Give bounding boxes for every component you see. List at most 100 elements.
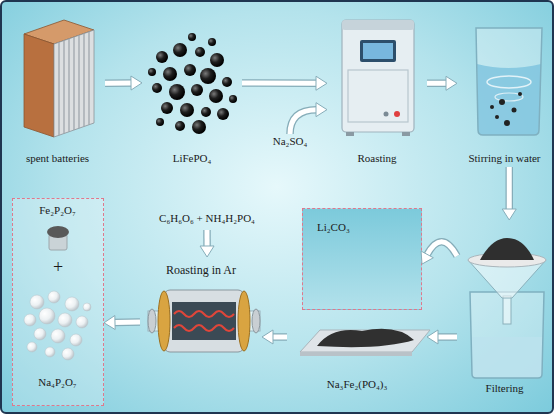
arrow-head — [446, 76, 457, 90]
arrow-head — [502, 209, 516, 220]
particle — [504, 120, 510, 126]
arrow-shaft — [290, 110, 317, 134]
arrow-outline — [203, 230, 211, 247]
particle — [490, 105, 494, 109]
dashed-box: Li₂CO₃ — [302, 208, 422, 310]
arrow-shaft — [272, 334, 287, 339]
process-step: Filtering — [457, 220, 552, 400]
beaker-glass — [470, 292, 544, 378]
stirring-beaker — [476, 28, 542, 135]
particle — [156, 51, 168, 63]
cell-stripe — [78, 35, 79, 128]
black-particles — [148, 33, 237, 134]
flange — [148, 309, 156, 333]
particle — [512, 108, 517, 113]
end-cap — [158, 291, 170, 351]
flow-arrow — [427, 76, 457, 90]
oven-foot — [402, 132, 410, 136]
particle — [175, 121, 185, 131]
oven-display — [360, 40, 396, 62]
battery-side — [24, 34, 54, 137]
heating-wave — [174, 325, 234, 331]
step-label: Fe₂P₂O₇ — [16, 204, 100, 217]
flow-arrow — [290, 103, 327, 134]
beaker-glass — [476, 28, 542, 135]
battery-pack — [24, 20, 94, 137]
particle — [217, 108, 229, 120]
step-label: Roasting — [329, 152, 425, 165]
filter-setup — [468, 238, 546, 378]
arrow-outline — [437, 333, 457, 341]
oven-foot — [346, 132, 354, 136]
particle — [208, 38, 216, 46]
particle — [152, 83, 162, 93]
flow-arrow — [242, 76, 327, 90]
particle — [192, 120, 206, 134]
furnace-window — [172, 302, 236, 340]
arrow-outline — [427, 242, 457, 256]
arrow-head — [104, 316, 115, 330]
step-label: Filtering — [459, 382, 550, 395]
arrow-shaft — [507, 167, 512, 210]
step-label: LiFePO₄ — [144, 152, 240, 165]
process-step: spent batteries — [10, 12, 105, 167]
furnace-body — [164, 290, 244, 352]
arrow-shaft — [427, 242, 457, 256]
plus-sign: + — [15, 257, 101, 279]
particle — [184, 64, 196, 76]
flow-arrow — [421, 242, 457, 264]
particle — [161, 102, 173, 114]
black-powder — [317, 329, 414, 347]
process-step: Roasting in Ar — [140, 257, 262, 367]
particle — [169, 84, 185, 100]
particle — [201, 107, 211, 117]
cell-stripe — [88, 32, 89, 125]
process-step: Stirring in water — [457, 12, 552, 167]
particle — [518, 92, 522, 96]
arrow-head — [262, 330, 273, 344]
particle — [200, 68, 216, 84]
flow-arrow — [427, 330, 457, 344]
step-label: Li₂CO₃ — [317, 221, 419, 234]
arrow-head — [131, 76, 142, 90]
particle — [148, 68, 156, 76]
step-label: spent batteries — [12, 152, 103, 165]
arrow-head — [316, 103, 327, 117]
product-label: Fe₂P₂O₇ — [14, 202, 102, 224]
step-label: Roasting in Ar — [142, 263, 260, 277]
tube-furnace — [148, 290, 260, 352]
particle — [209, 89, 223, 103]
oven-door — [348, 70, 408, 122]
step-label: Na₂SO₄ — [262, 135, 318, 148]
flow-arrow — [104, 316, 140, 330]
arrow-head — [427, 330, 438, 344]
product-label: Na₄P₂O₇ — [14, 374, 102, 398]
oven-button — [394, 111, 400, 117]
oven — [342, 20, 414, 136]
particle — [210, 53, 224, 67]
particle — [495, 115, 499, 119]
end-cap — [238, 291, 250, 351]
step-label: Na₃Fe₂(PO₄)₃ — [289, 378, 425, 391]
flow-arrow — [502, 167, 516, 220]
step-label: Na₄P₂O₇ — [16, 376, 100, 389]
particle — [173, 43, 187, 57]
arrow-outline — [427, 80, 447, 88]
filter-cake — [480, 238, 534, 260]
cell-stripe — [63, 41, 64, 134]
arrow-outline — [272, 333, 287, 341]
funnel-stem — [503, 296, 511, 324]
particle — [191, 84, 203, 96]
particle — [229, 95, 237, 103]
arrow-shaft — [437, 334, 457, 339]
cell-stripes — [59, 32, 89, 136]
flow-arrow — [200, 230, 214, 257]
flow-arrow — [105, 76, 142, 90]
process-step: Na₃Fe₂(PO₄)₃ — [287, 314, 427, 399]
dashed-box: + Fe₂P₂O₇ Na₄P₂O₇ — [12, 198, 104, 406]
cell-stripe — [73, 37, 74, 130]
reagent-label: C₆H₆O₆ + NH₄H₂PO₄ — [120, 210, 294, 230]
swirl — [495, 93, 523, 101]
